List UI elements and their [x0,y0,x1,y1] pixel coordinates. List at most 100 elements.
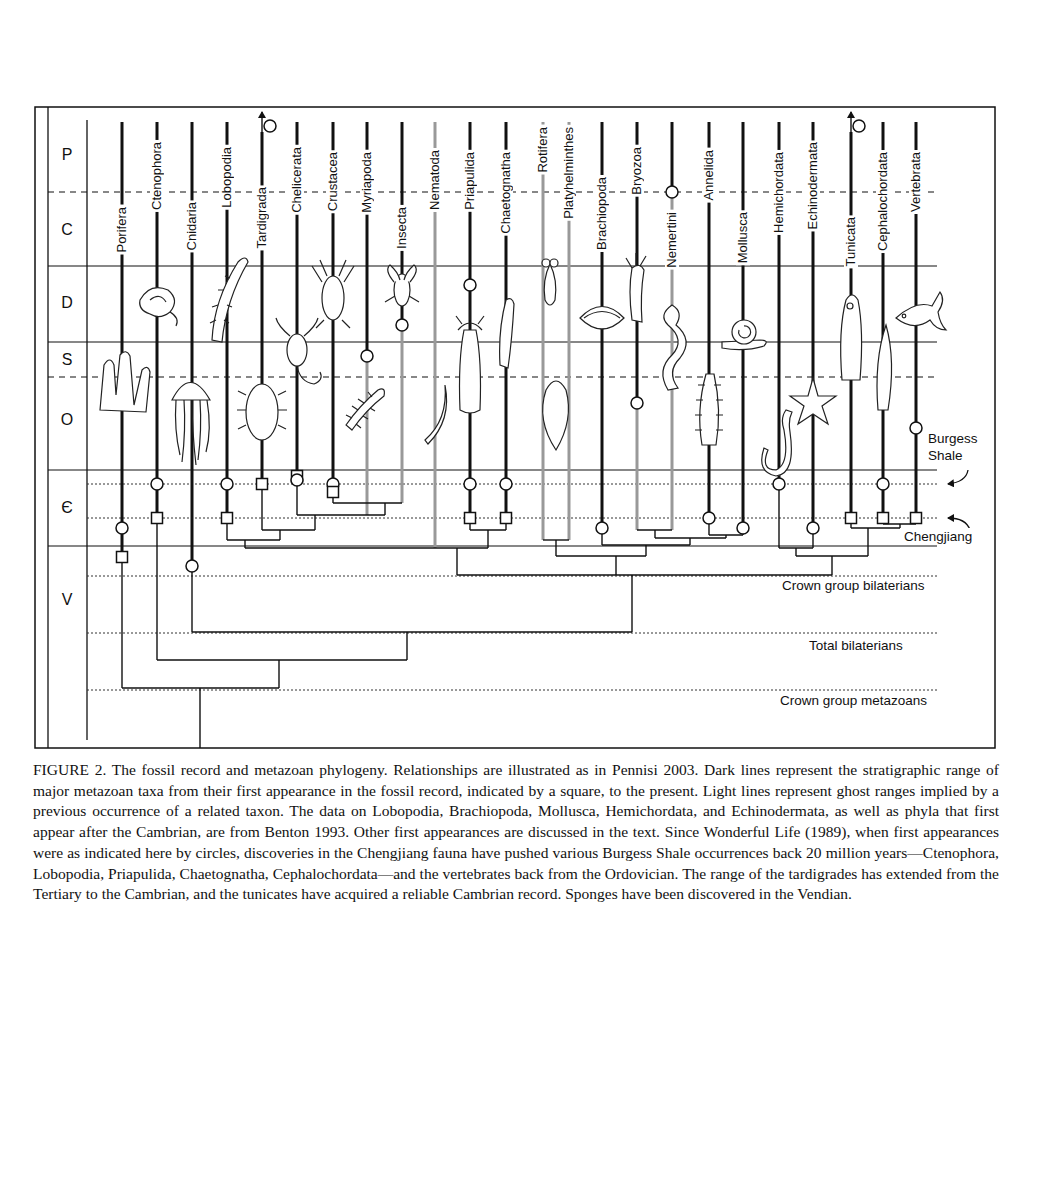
animal-illustrations [100,253,946,476]
annotation: Crown group metazoans [780,692,927,709]
tree-branch [279,530,280,540]
ghost-range [401,325,404,503]
tree-branch [278,660,279,688]
tree-branch [851,527,900,528]
period-label: D [61,294,73,312]
period-label: C [61,221,73,239]
taxon-label: Brachiopoda [595,175,609,252]
appearance-markers [116,112,922,572]
tree-branch [192,631,632,632]
period-boundary [48,469,937,470]
horizon-line [87,690,937,691]
old-first-appearance [737,522,749,534]
taxon-label: Priapulida [463,150,477,212]
first-appearance [911,513,922,524]
taxon-label: Ctenophora [150,140,164,212]
old-first-appearance [464,279,476,291]
old-first-appearance [666,186,678,198]
axis-rule [47,107,48,748]
tree-branch [384,503,385,515]
old-first-appearance [186,560,198,572]
ghost-range [366,356,369,515]
taxon-label: Crustacea [326,150,340,213]
first-appearance [222,513,233,524]
first-appearance [117,552,128,563]
first-appearance [257,479,268,490]
first-appearance [152,513,163,524]
period-label: Є [61,499,73,517]
tree-branch [227,539,280,540]
first-appearance [878,513,889,524]
tree-branch [457,574,832,575]
range-line [671,122,674,192]
taxon-label: Nematoda [428,148,442,212]
tree-branch [689,538,690,545]
stem-line [156,518,157,660]
old-first-appearance [116,522,128,534]
axis-rule [86,120,87,740]
range-line [191,122,194,566]
taxon-label: Mollusca [736,210,750,265]
old-first-appearance [151,478,163,490]
period-boundary [48,341,937,342]
period-grid [48,107,937,748]
tree-branch [487,530,488,548]
tree-branch [555,540,556,556]
taxon-label: Chaetognatha [499,150,513,236]
horizon-line [87,633,937,634]
horizon-arrows [948,470,970,530]
tree-branch [556,555,646,556]
annotation: Crown group bilaterians [782,577,925,594]
taxon-label: Echinodermata [806,140,820,231]
old-first-appearance [773,478,785,490]
stem-line [121,557,122,688]
old-first-appearance [807,522,819,534]
taxon-label: Tunicata [844,215,858,268]
old-first-appearance [910,422,922,434]
tree-branch [262,529,315,530]
ghost-range [542,122,545,540]
tree-branch [456,548,457,575]
tree-branch [631,575,632,632]
tree-branch [615,556,616,575]
old-first-appearance [464,478,476,490]
first-appearance [328,487,339,498]
taxon-label: Vertebrata [909,150,923,214]
taxon-label: Cephalochordata [876,150,890,253]
tree-branch [795,548,796,556]
period-boundary [48,545,937,546]
taxon-ranges [122,122,916,688]
period-label: V [62,591,73,609]
period-boundary [48,265,937,266]
taxon-label: Myriapoda [360,150,374,215]
old-first-appearance [396,319,408,331]
tree-branch [831,556,832,575]
period-label: S [62,351,73,369]
first-appearance [465,513,476,524]
phylogeny-tree [122,503,916,748]
stem-line [778,484,779,548]
taxon-label: Porifera [115,205,129,255]
range-line [121,122,124,557]
old-first-appearance [631,397,643,409]
taxon-label: Nemertini [665,210,679,270]
period-boundary [48,191,937,192]
stem-line [261,484,262,530]
arrow-up [261,112,262,140]
frame [35,107,995,748]
annotation: Chengjiang [904,528,972,545]
taxon-label: Annelida [702,148,716,203]
taxon-label: Bryozoa [630,145,644,197]
old-first-appearance [877,478,889,490]
tree-branch [297,514,385,515]
taxon-label: Insecta [395,205,409,251]
taxon-label: Platyhelminthes [562,125,576,221]
period-boundary [48,376,937,377]
period-label: O [61,411,73,429]
old-first-appearance [853,120,865,132]
annotation: Burgess Shale [928,430,984,464]
old-first-appearance [264,120,276,132]
taxon-label: Cnidaria [185,200,199,252]
old-first-appearance [596,522,608,534]
old-first-appearance [361,350,373,362]
